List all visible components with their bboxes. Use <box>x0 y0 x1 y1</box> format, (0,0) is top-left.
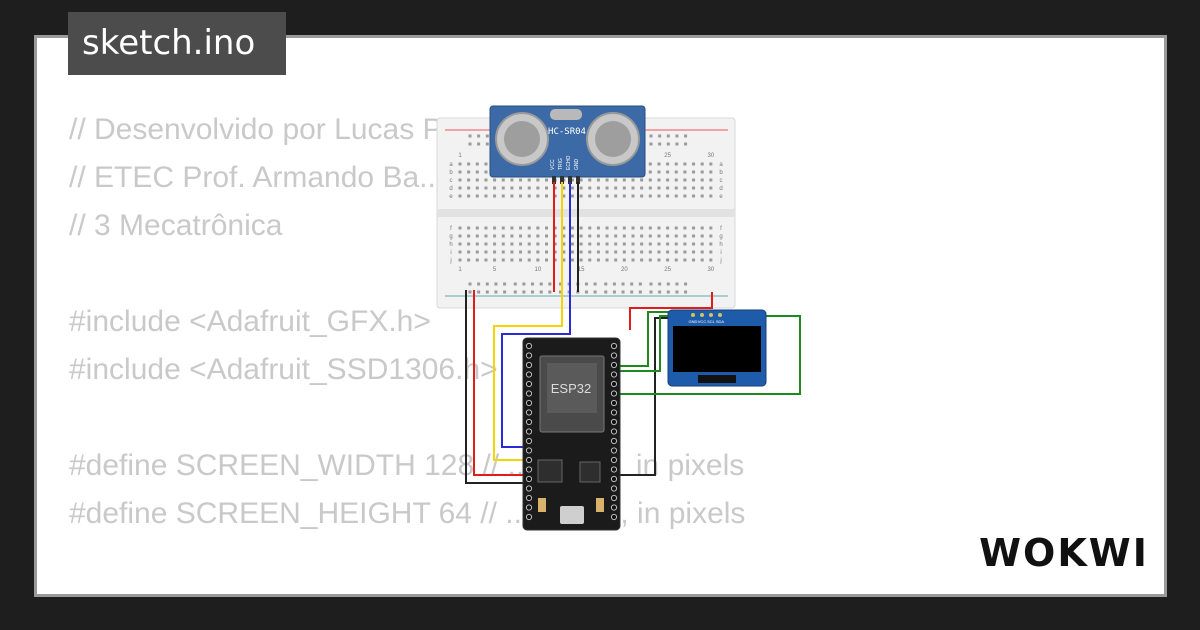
breadboard-row-letter: j <box>449 258 451 264</box>
breadboard-row-letter: g <box>449 234 452 240</box>
breadboard-column-number: 10 <box>535 267 542 273</box>
breadboard-row-letter: j <box>719 258 721 264</box>
breadboard-column-number: 1 <box>458 153 462 159</box>
display-pin-label: GND <box>689 319 698 324</box>
oled-ribbon <box>698 375 736 383</box>
breadboard-row-letter: g <box>719 234 722 240</box>
sensor-label: HC-SR04 <box>548 127 586 137</box>
breadboard-column-number: 30 <box>708 153 715 159</box>
breadboard-row-letter: e <box>719 194 723 200</box>
voltage-regulator <box>537 459 563 483</box>
wire-trig-yellow <box>493 182 563 461</box>
code-line: // ... OLED display ... I2C <box>69 586 745 594</box>
breadboard-row-letter: b <box>449 170 453 176</box>
breadboard-row-letter: f <box>450 226 452 232</box>
breadboard-column-number: 5 <box>493 267 497 273</box>
sensor-pin-label: GND <box>574 159 580 171</box>
breadboard-row-letter: i <box>450 250 451 256</box>
crystal-oscillator <box>550 109 582 120</box>
usb-uart-chip <box>579 461 601 483</box>
breadboard-row-letter: i <box>720 250 721 256</box>
display-pin-label: SDA <box>716 319 725 324</box>
boot-button[interactable] <box>538 498 546 512</box>
code-line: #include <Adafruit_SSD1306.h> <box>69 353 498 386</box>
reset-button[interactable] <box>596 498 604 512</box>
code-line: #include <Adafruit_GFX.h> <box>69 305 431 338</box>
breadboard-column-number: 25 <box>664 153 671 159</box>
breadboard-column-number: 15 <box>578 267 585 273</box>
wire-esp-vin-red <box>473 290 530 476</box>
code-line: // 3 Mecatrônica <box>69 209 283 242</box>
transducer-right-mesh <box>595 121 631 157</box>
sensor-pin-label: TRIG <box>558 158 564 170</box>
wire-esp-gnd-black <box>465 290 530 484</box>
breadboard-row-letter: c <box>450 178 453 184</box>
esp32-shield <box>547 363 597 413</box>
esp32-board[interactable]: ESP32 <box>522 337 621 531</box>
display-pin-label: SCL <box>707 319 716 324</box>
display-pin-label: VCC <box>698 319 707 324</box>
breadboard-row-letter: h <box>449 242 452 248</box>
breadboard-row-letter: e <box>449 194 453 200</box>
breadboard-column-number: 25 <box>664 267 671 273</box>
wire-rail-red <box>629 292 713 330</box>
breadboard-row-letter: a <box>449 162 453 168</box>
breadboard-row-letter: d <box>449 186 452 192</box>
micro-usb-port <box>560 506 584 524</box>
sensor-pin-label: VCC <box>550 159 556 170</box>
breadboard-row-letter: b <box>719 170 723 176</box>
transducer-left-mesh <box>504 121 540 157</box>
oled-screen <box>673 326 761 372</box>
wokwi-logo: WOKWI <box>979 531 1149 575</box>
svg-text:WOKWI: WOKWI <box>979 531 1149 575</box>
breadboard-column-number: 1 <box>458 267 462 273</box>
breadboard-row-letter: h <box>719 242 722 248</box>
breadboard-row-letter: d <box>719 186 722 192</box>
mcu-label: ESP32 <box>551 381 591 396</box>
breadboard-row-letter: f <box>720 226 722 232</box>
breadboard-column-number: 20 <box>621 267 628 273</box>
breadboard-row-letter: c <box>720 178 723 184</box>
code-line: // ETEC Prof. Armando Ba... <box>69 161 445 194</box>
file-name-tab[interactable]: sketch.ino <box>68 12 286 75</box>
sensor-pin-label: ECHO <box>566 155 572 170</box>
breadboard-column-number: 30 <box>708 267 715 273</box>
esp32-pin-headers <box>525 342 618 521</box>
breadboard-row-letter: a <box>719 162 723 168</box>
wire-echo-blue <box>501 182 571 448</box>
